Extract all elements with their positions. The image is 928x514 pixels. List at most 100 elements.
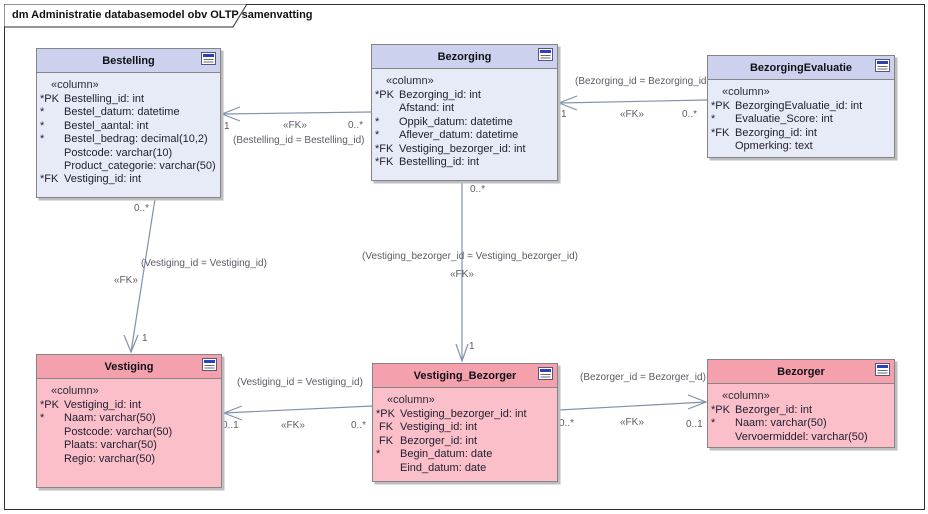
- table-title: BezorgingEvaluatie: [749, 61, 853, 74]
- connector-bezorging-vestigingbezorger[interactable]: [455, 182, 469, 363]
- key-prefix: *PK: [711, 100, 730, 112]
- key-prefix: [711, 140, 735, 153]
- fk-stereotype-label: «FK»: [114, 275, 138, 286]
- attribute-row: *Begin_datum: date: [376, 448, 555, 461]
- key-prefix: *: [375, 115, 380, 128]
- key-prefix: *: [40, 119, 45, 132]
- table-title: Vestiging: [104, 360, 154, 373]
- table-icon: [538, 48, 553, 66]
- key-prefix: *: [40, 133, 45, 146]
- fk-stereotype-label: «FK»: [283, 120, 307, 131]
- key-prefix: [711, 431, 735, 444]
- connector-line[interactable]: [558, 401, 707, 411]
- table-title: Bezorger: [777, 365, 825, 378]
- join-condition-label: (Bezorger_id = Bezorger_id): [580, 372, 706, 383]
- fk-stereotype-label: «FK»: [620, 417, 644, 428]
- key-prefix: *: [376, 448, 381, 461]
- table-header[interactable]: Vestiging_Bezorger: [373, 364, 557, 388]
- table-header[interactable]: Bezorger: [708, 360, 894, 384]
- multiplicity-label: 0..*: [348, 120, 364, 131]
- arrowhead: [455, 343, 469, 363]
- table-header[interactable]: Bestelling: [37, 49, 220, 73]
- fk-stereotype-label: «FK»: [281, 420, 305, 431]
- key-prefix: *PK: [375, 89, 394, 101]
- arrowhead: [220, 106, 241, 122]
- attribute-text: Product_categorie: varchar(50): [64, 160, 216, 173]
- attribute-text: Bestel_bedrag: decimal(10,2): [64, 133, 208, 146]
- attribute-row: * Evaluatie_Score: int: [711, 113, 892, 126]
- table-header[interactable]: Bezorging: [372, 45, 557, 69]
- join-condition-label: (Vestiging_bezorger_id = Vestiging_bezor…: [362, 251, 578, 262]
- attribute-row: Afstand: int: [375, 102, 555, 115]
- attribute-text: Evaluatie_Score: int: [735, 113, 833, 126]
- attribute-row: * Bestel_bedrag: decimal(10,2): [40, 133, 218, 146]
- key-prefix: *: [711, 113, 716, 126]
- table-header[interactable]: BezorgingEvaluatie: [708, 56, 894, 80]
- connector-bestelling-vestiging[interactable]: [123, 198, 156, 354]
- connector-line[interactable]: [130, 198, 156, 353]
- attribute-text: Vestiging_bezorger_id: int: [400, 408, 527, 420]
- key-prefix: *FK: [375, 156, 394, 169]
- multiplicity-label: 0..1: [222, 420, 239, 431]
- stereotype-label: «column»: [51, 79, 99, 91]
- key-prefix: [376, 462, 400, 475]
- attribute-row: *Oppik_datum: datetime: [375, 116, 555, 129]
- multiplicity-label: 1: [224, 121, 230, 132]
- title-tab-shape: [4, 4, 248, 28]
- connector-line[interactable]: [558, 99, 708, 104]
- attribute-text: Bestel_aantal: int: [64, 119, 149, 132]
- join-condition-label: (Bezorging_id = Bezorging_id): [575, 76, 710, 87]
- key-prefix: [40, 426, 64, 439]
- key-prefix: [40, 147, 64, 160]
- attribute-text: Naam: varchar(50): [735, 417, 827, 430]
- connector-bezorging-bestelling[interactable]: [220, 106, 372, 122]
- table-header[interactable]: Vestiging: [37, 355, 221, 379]
- multiplicity-label: 0..*: [134, 203, 150, 214]
- attribute-row: *FK Vestiging_id: int: [40, 173, 218, 186]
- connector-line[interactable]: [223, 405, 373, 414]
- multiplicity-label: 0..1: [686, 419, 703, 430]
- stereotype-label: «column»: [387, 394, 435, 406]
- connector-bezorgingevaluatie-bezorging[interactable]: [557, 95, 708, 111]
- attribute-text: Vervoermiddel: varchar(50): [735, 430, 868, 443]
- multiplicity-label: 1: [142, 333, 148, 344]
- connector-vestigingbezorger-vestiging[interactable]: [222, 405, 373, 421]
- attribute-text: Bezorger_id: int: [400, 434, 478, 447]
- key-prefix: *PK: [40, 399, 59, 411]
- join-condition-label: (Vestiging_id = Vestiging_id): [237, 377, 363, 388]
- attribute-text: Postcode: varchar(10): [64, 146, 173, 159]
- fk-stereotype-label: «FK»: [620, 109, 644, 120]
- connector-line[interactable]: [221, 111, 372, 115]
- key-prefix: *FK: [40, 173, 59, 186]
- attribute-text: Bestel_datum: datetime: [64, 106, 180, 119]
- arrowhead: [687, 394, 708, 410]
- table-icon: [538, 367, 553, 385]
- attribute-row: Regio: varchar(50): [40, 453, 219, 466]
- fk-stereotype-label: «FK»: [450, 269, 474, 280]
- attribute-text: Vestiging_id: int: [64, 173, 142, 186]
- table-icon: [201, 52, 216, 70]
- multiplicity-label: 1: [469, 341, 475, 352]
- multiplicity-label: 0..*: [682, 109, 698, 120]
- connector-vestigingbezorger-bezorger[interactable]: [558, 394, 708, 411]
- attribute-row: Postcode: varchar(10): [40, 147, 218, 160]
- attribute-row: Opmerking: text: [711, 140, 892, 153]
- attribute-text: Regio: varchar(50): [64, 452, 156, 465]
